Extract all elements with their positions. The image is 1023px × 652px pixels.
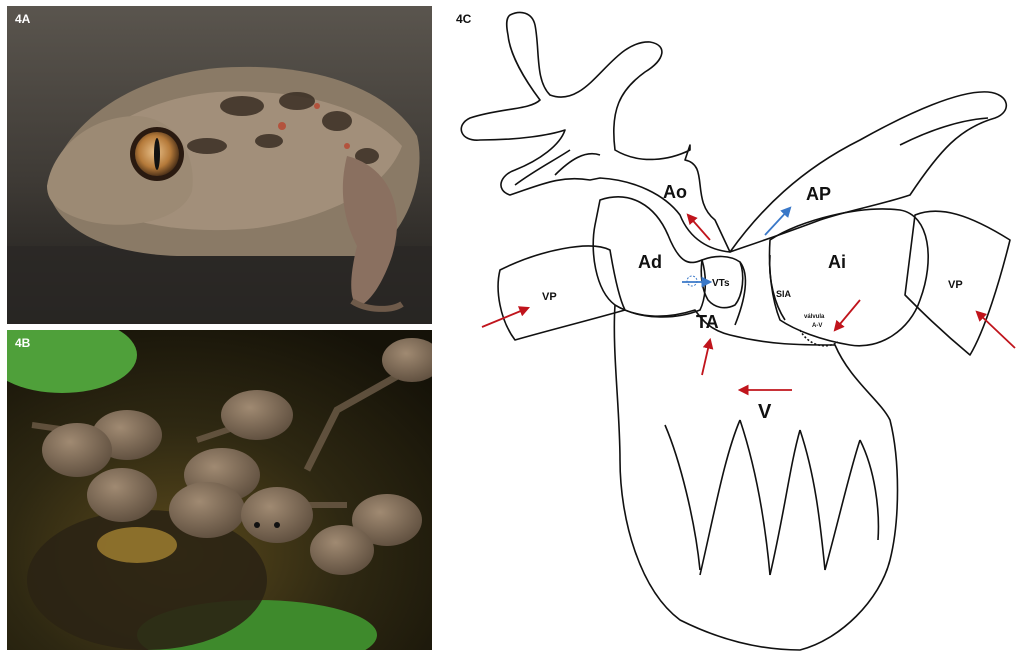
frog-photo-panel: 4A [7, 6, 432, 324]
tadpoles-photo-panel: 4B [7, 330, 432, 650]
label-valvula-line2: A-V [812, 323, 822, 329]
left-pulmonary-vein-outline [498, 246, 625, 340]
label-ao: Ao [663, 182, 687, 202]
heart-diagram-panel: 4C [440, 0, 1023, 652]
label-ta: TA [696, 312, 719, 332]
label-sia: SIA [776, 289, 792, 299]
label-ad: Ad [638, 252, 662, 272]
heart-diagram: Ao AP Ad Ai VTs TA V SIA VP VP válvula A… [440, 0, 1023, 652]
label-ap: AP [806, 184, 831, 204]
label-ai: Ai [828, 252, 846, 272]
label-vts: VTs [712, 278, 730, 289]
panel-tag-c: 4C [456, 12, 471, 26]
label-vp-left: VP [542, 291, 557, 303]
arrow-ao [688, 215, 710, 240]
frog-photo [7, 6, 432, 324]
tadpoles-photo [7, 330, 432, 650]
label-valvula-line1: válvula [804, 314, 825, 320]
label-vp-right: VP [948, 279, 963, 291]
arrow-valve [835, 300, 860, 330]
arrow-ta [702, 340, 710, 375]
label-v: V [758, 401, 772, 423]
panel-tag-a: 4A [15, 12, 30, 26]
panel-tag-b: 4B [15, 336, 30, 350]
